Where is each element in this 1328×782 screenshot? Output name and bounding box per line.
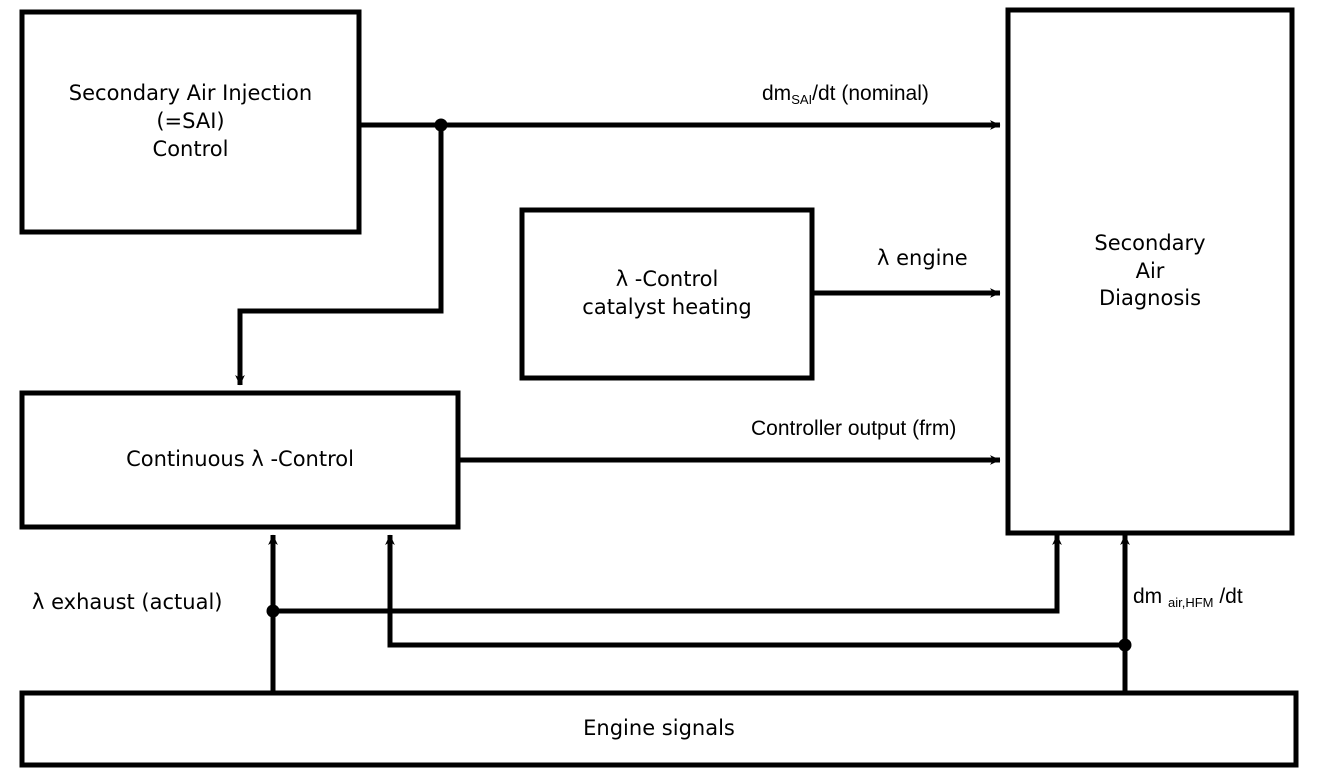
- edge-label-dm-sai-base: dm: [762, 82, 792, 105]
- junction-dot-sai-branch: [434, 118, 448, 132]
- edge-label-controller-output-frm: Controller output (frm): [751, 417, 957, 440]
- edge-label-dm-sai-sub: SAI: [791, 92, 813, 107]
- edge-label-dm-hfm-base: dm: [1133, 585, 1169, 608]
- block-engine-signals[interactable]: [19, 690, 1299, 768]
- block-continuous-lambda-control[interactable]: [19, 390, 461, 530]
- edge-label-dm-hfm-tail: /dt: [1213, 585, 1243, 608]
- edge-label-dm-sai-tail: /dt (nominal): [812, 82, 929, 105]
- junction-dot-lambda-exhaust-branch: [266, 604, 280, 618]
- block-sai-control[interactable]: [19, 9, 362, 235]
- connection-engine-signals-to-continuous-lambda-control-hfm: [385, 534, 1125, 648]
- block-secondary-air-diagnosis[interactable]: [1005, 7, 1295, 536]
- edge-label-dm-sai-dt-nominal: dmSAI/dt (nominal): [762, 82, 929, 107]
- connection-sai-to-continuous-lambda-control: [235, 125, 444, 386]
- edge-label-dm-air-hfm-dt: dm air,HFM /dt: [1133, 585, 1243, 610]
- connection-engine-signals-to-diagnosis-lambda: [273, 534, 1062, 614]
- block-lambda-control-catalyst-heating[interactable]: [519, 207, 815, 381]
- edge-label-dm-hfm-sub: air,HFM: [1168, 595, 1214, 610]
- edge-label-lambda-exhaust-actual: λ exhaust (actual): [32, 590, 223, 614]
- junction-dot-hfm-branch: [1118, 638, 1132, 652]
- edge-label-lambda-engine: λ engine: [877, 246, 968, 270]
